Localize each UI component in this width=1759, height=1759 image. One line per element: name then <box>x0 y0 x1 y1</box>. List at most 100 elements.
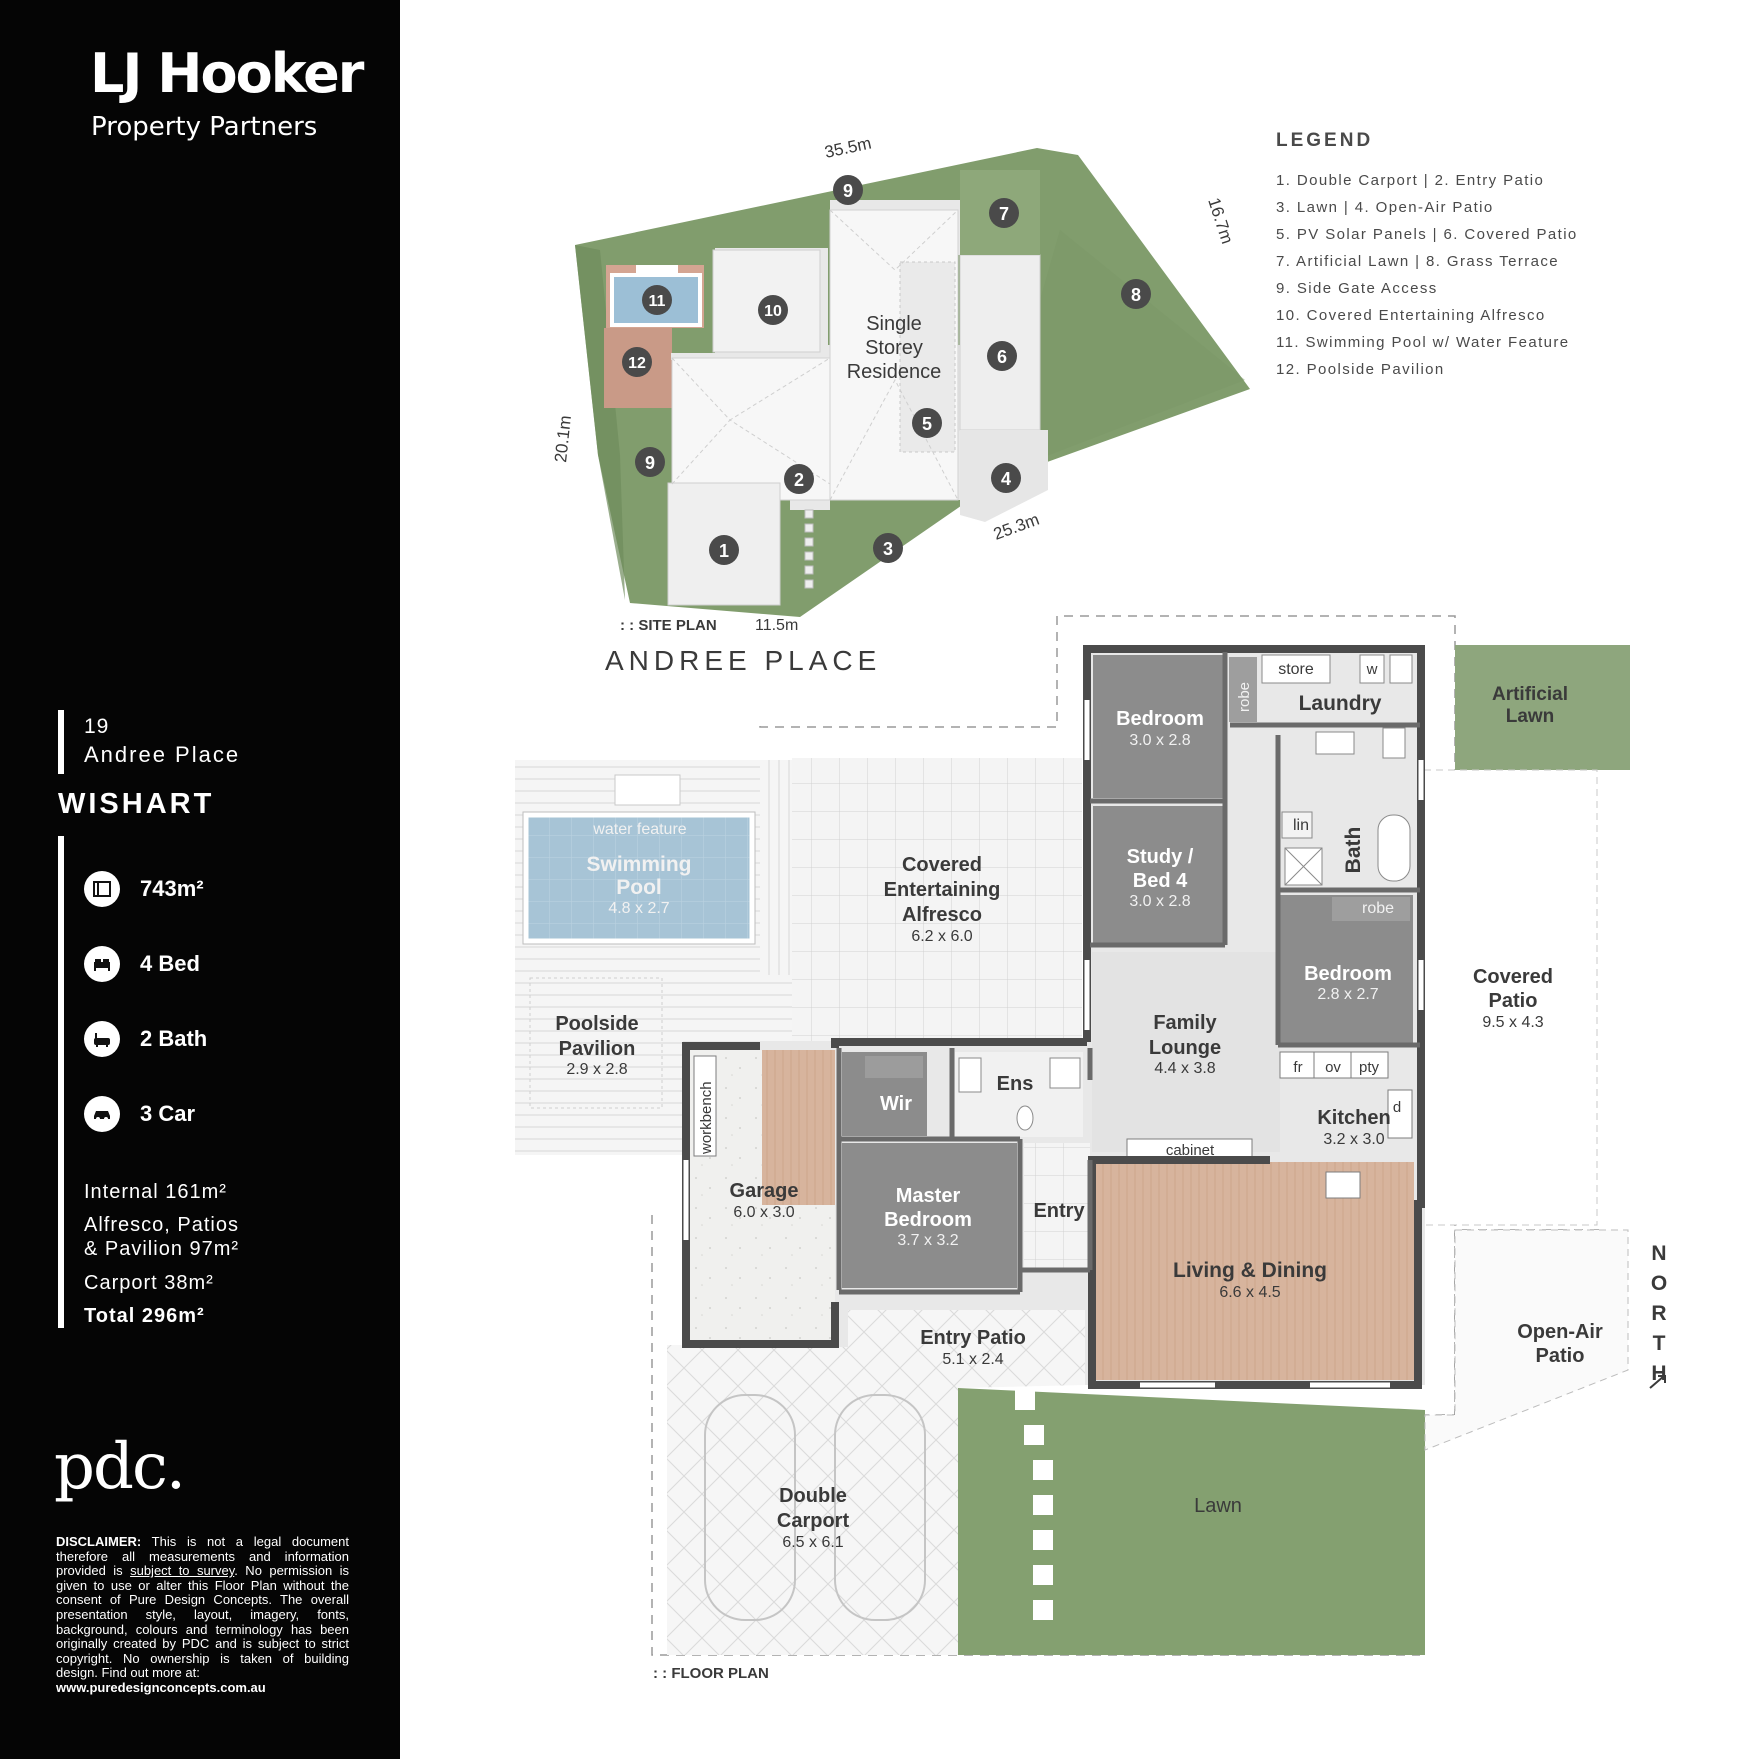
address-number: 19 <box>84 715 110 738</box>
legend-item: 5. PV Solar Panels | 6. Covered Patio <box>1276 226 1578 243</box>
ensuite-basin <box>958 1057 982 1093</box>
legend-item: 7. Artificial Lawn | 8. Grass Terrace <box>1276 253 1560 270</box>
svg-text:9: 9 <box>645 453 655 473</box>
bathtub <box>1377 814 1411 882</box>
open-air-patio <box>1424 1229 1629 1451</box>
svg-text:4: 4 <box>1001 469 1011 489</box>
site-marker-3: 3 <box>873 533 903 563</box>
svg-text:7: 7 <box>999 204 1009 224</box>
site-water-feature <box>636 265 678 277</box>
floor-plan-caption: : : FLOOR PLAN <box>653 1665 769 1682</box>
alfresco-line2: Entertaining <box>884 879 1001 901</box>
pool-water-feature-block <box>614 774 681 806</box>
site-marker-6: 6 <box>987 341 1017 371</box>
bath-label: Bath <box>1342 827 1365 874</box>
open-air-line2: Patio <box>1536 1345 1585 1367</box>
study-bed-4 <box>1093 806 1223 944</box>
open-air-line1: Open-Air <box>1517 1321 1603 1343</box>
artificial-lawn-line1: Artificial <box>1492 684 1568 705</box>
kitchen-size: 3.2 x 3.0 <box>1323 1131 1384 1148</box>
bedroom-2-label: Bedroom <box>1304 963 1392 985</box>
bedroom-2-size: 2.8 x 2.7 <box>1317 986 1378 1003</box>
feature-bed-text: 4 Bed <box>140 951 200 976</box>
kitchen-fridge-oven-pantry <box>1279 1051 1389 1079</box>
legend-item: 12. Poolside Pavilion <box>1276 361 1445 378</box>
site-residence-line3: Residence <box>847 361 942 383</box>
feature-land: 743m² <box>84 871 204 907</box>
robe-2 <box>1332 897 1410 921</box>
svg-text:6: 6 <box>997 347 1007 367</box>
covered-patio-line2: Patio <box>1489 990 1538 1012</box>
site-marker-2: 2 <box>784 464 814 494</box>
legend-list: 1. Double Carport | 2. Entry Patio 3. La… <box>1276 172 1578 388</box>
pavilion-size: 2.9 x 2.8 <box>566 1061 627 1078</box>
garage-timber-step <box>762 1050 835 1205</box>
site-dim-top: 35.5m <box>823 134 873 162</box>
svg-text:R: R <box>1651 1302 1666 1325</box>
legend-item: 9. Side Gate Access <box>1276 280 1438 297</box>
linen <box>1281 811 1313 839</box>
site-residence-line1: Single <box>866 313 922 335</box>
site-marker-4: 4 <box>991 463 1021 493</box>
pantry-label: pty <box>1359 1059 1380 1076</box>
pdc-logo: pdc. <box>54 1430 186 1504</box>
robe-1 <box>1229 657 1257 722</box>
svg-text:H: H <box>1651 1362 1666 1385</box>
feature-car: 3 Car <box>84 1096 195 1132</box>
entry-patio-size: 5.1 x 2.4 <box>942 1351 1003 1368</box>
laundry-label: Laundry <box>1299 692 1382 715</box>
master-line2: Bedroom <box>884 1209 972 1231</box>
svg-text:8: 8 <box>1131 285 1141 305</box>
carport-line1: Double <box>779 1485 847 1507</box>
sidebar: LJ Hooker Property Partners 19 Andree Pl… <box>0 0 400 1759</box>
dishwasher-label: d <box>1393 1099 1401 1116</box>
robe-1-label: robe <box>1236 682 1253 712</box>
site-dim-left: 20.1m <box>551 414 575 463</box>
study-size: 3.0 x 2.8 <box>1129 893 1190 910</box>
site-marker-5: 5 <box>912 408 942 438</box>
feature-bed: 4 Bed <box>84 946 200 982</box>
washer-label: w <box>1366 661 1378 678</box>
store <box>1261 654 1331 684</box>
address-accent-bar <box>58 710 64 774</box>
pavilion-line1: Poolside <box>555 1013 638 1035</box>
svg-text:5: 5 <box>922 414 932 434</box>
svg-text:12: 12 <box>628 355 646 372</box>
bedroom-1 <box>1093 655 1223 798</box>
ensuite-shower <box>1049 1057 1081 1089</box>
covered-alfresco <box>792 758 1082 1041</box>
feature-car-text: 3 Car <box>140 1101 196 1126</box>
svg-text:T: T <box>1653 1332 1666 1355</box>
alfresco-size: 6.2 x 6.0 <box>911 928 972 945</box>
site-plan-caption: : : SITE PLAN <box>620 617 717 634</box>
entry-hall <box>1024 1143 1090 1268</box>
ens-label: Ens <box>997 1073 1034 1095</box>
entry-label: Entry <box>1033 1200 1085 1222</box>
disclaimer-label: DISCLAIMER: <box>56 1534 142 1549</box>
site-marker-7: 7 <box>989 198 1019 228</box>
family-line2: Lounge <box>1149 1037 1221 1059</box>
floor-plan-windows <box>683 700 1424 1388</box>
site-dim-right: 16.7m <box>1204 195 1237 246</box>
entry-patio-label: Entry Patio <box>920 1327 1026 1349</box>
workbench <box>693 1055 717 1157</box>
poolside-pavilion <box>529 977 663 1109</box>
double-carport <box>667 1345 958 1655</box>
brand-logo-line1: LJ Hooker <box>90 42 364 105</box>
cooktop <box>1325 1171 1361 1199</box>
robe-2-label: robe <box>1362 900 1394 917</box>
entry-patio <box>848 1310 1085 1388</box>
fridge-label: fr <box>1293 1059 1302 1076</box>
lawn-area <box>958 1388 1425 1655</box>
workbench-label: workbench <box>698 1081 715 1155</box>
suburb-name: WISHART <box>58 788 215 820</box>
feature-land-text: 743m² <box>140 876 204 901</box>
covered-patio-line1: Covered <box>1473 966 1553 988</box>
cabinet-label: cabinet <box>1166 1142 1215 1159</box>
site-stepping-stones <box>804 509 814 589</box>
svg-text:9: 9 <box>843 181 853 201</box>
bed-icon <box>84 946 120 982</box>
legend-item: 1. Double Carport | 2. Entry Patio <box>1276 172 1545 189</box>
land-icon <box>84 871 120 907</box>
